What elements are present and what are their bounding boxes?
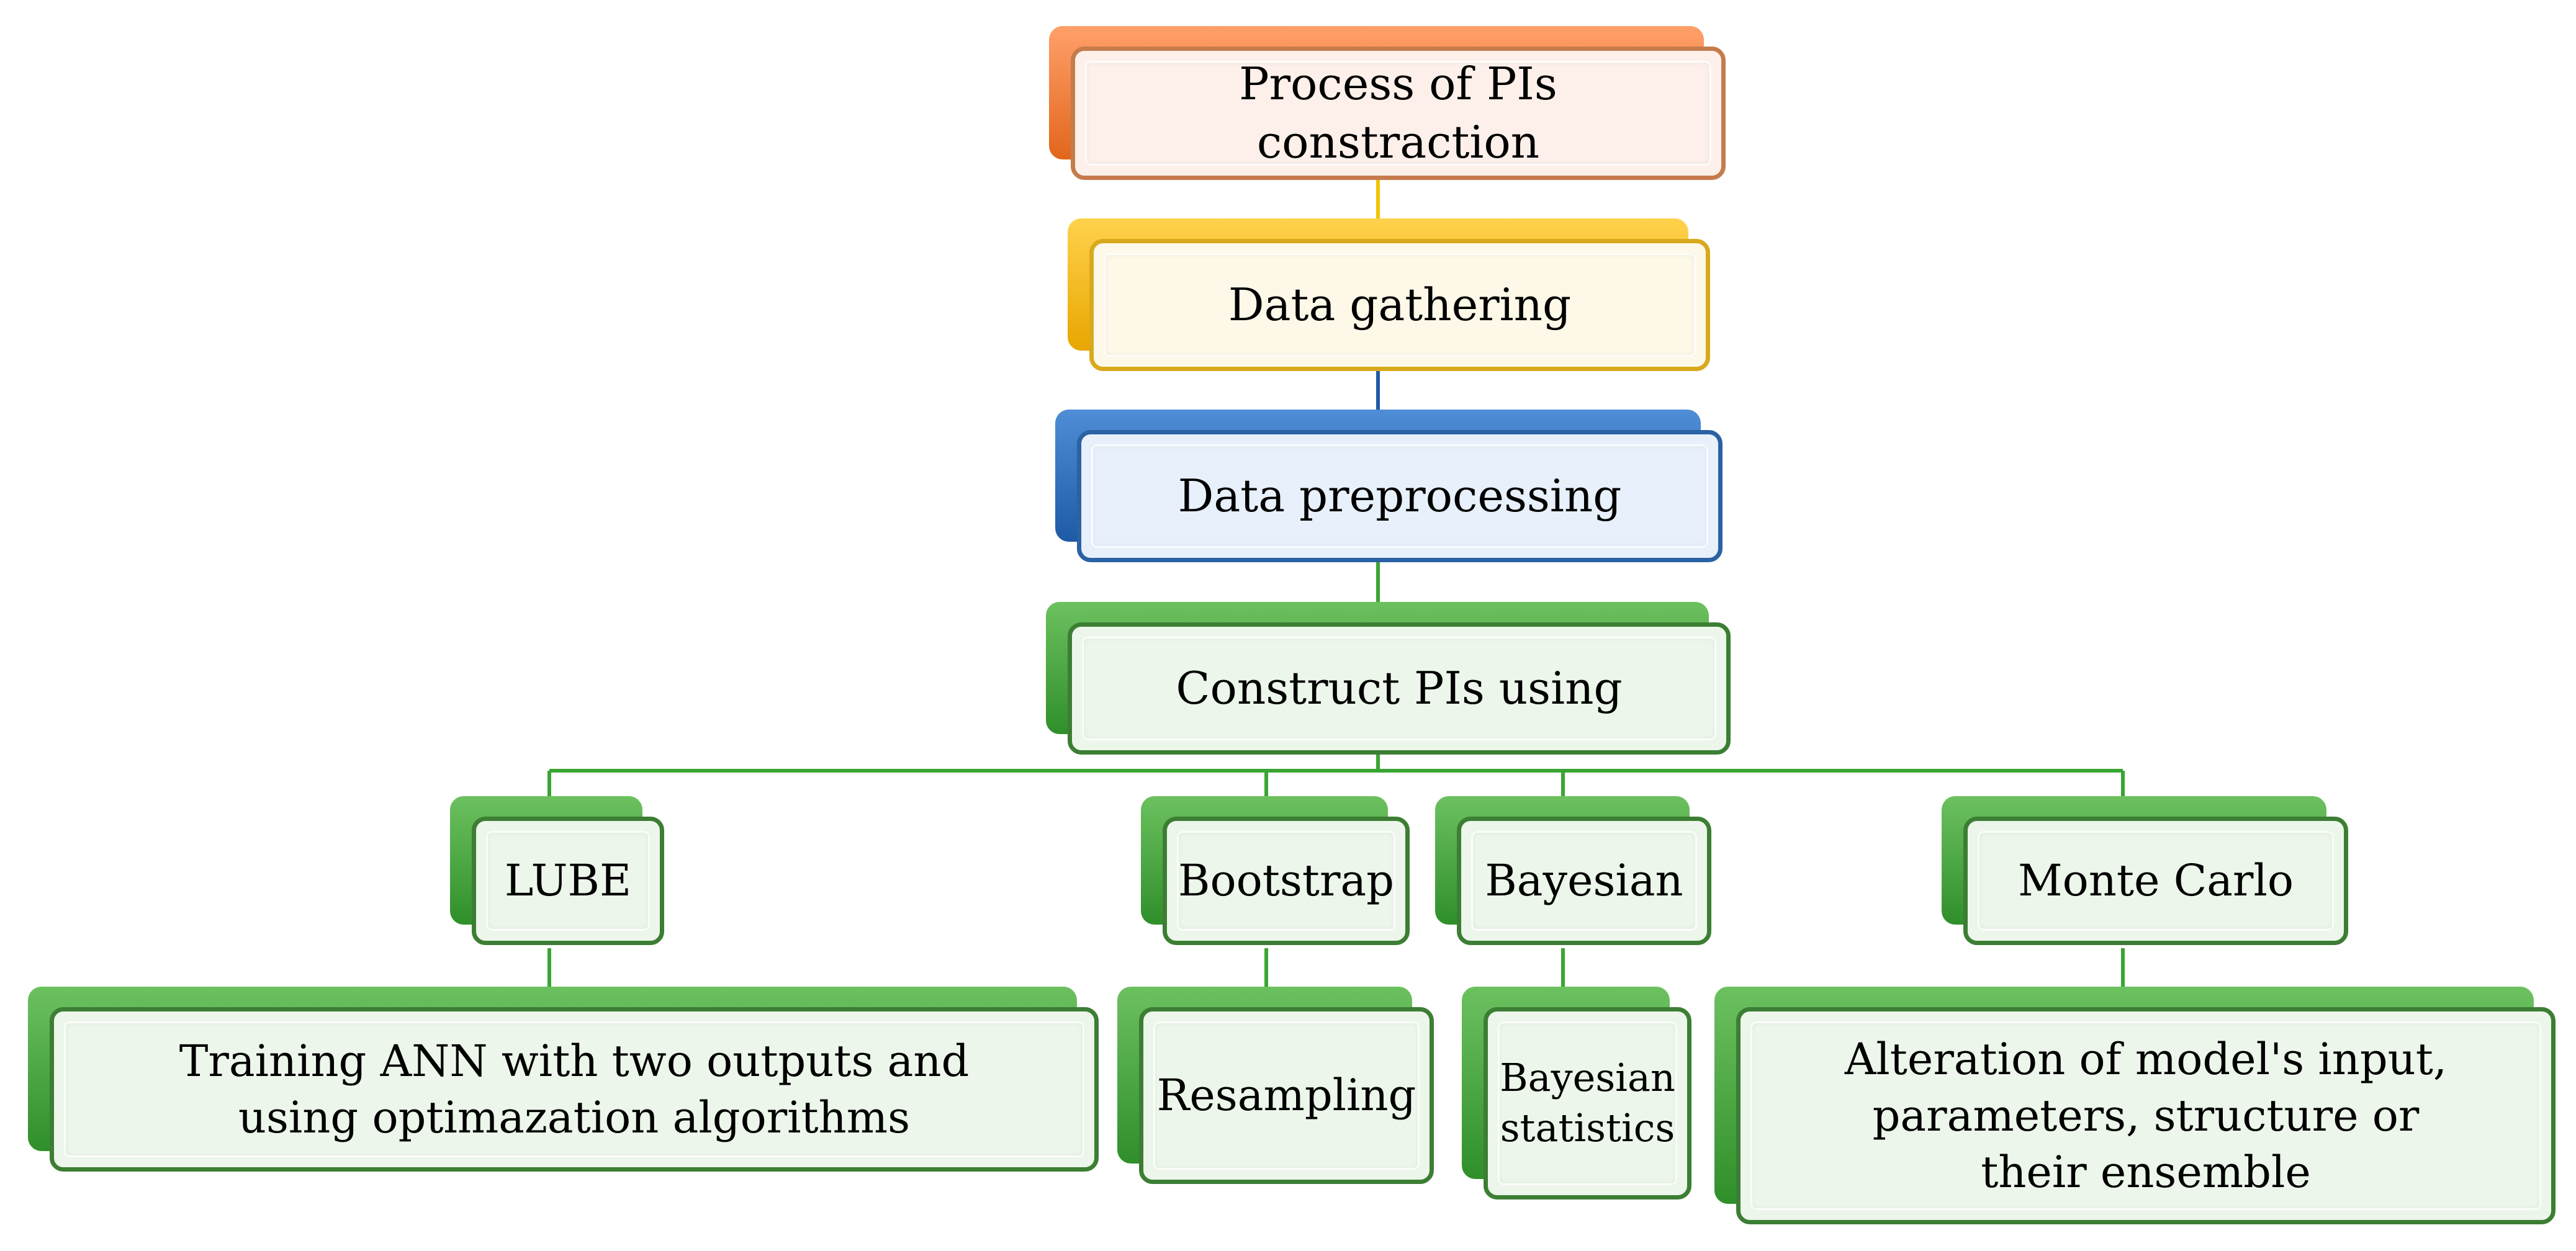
node-method-lube-label: LUBE (504, 855, 632, 906)
node-data-preprocessing-label: Data preprocessing (1178, 469, 1622, 522)
node-method-bayesian-label: Bayesian (1485, 855, 1683, 906)
node-process-label: Process of PIs constraction (1239, 57, 1557, 168)
node-method-monte-carlo-label: Monte Carlo (2018, 855, 2294, 906)
node-detail-lube-label: Training ANN with two outputs and using … (179, 1035, 970, 1143)
node-detail-monte-carlo-label: Alteration of model's input, parameters,… (1844, 1033, 2448, 1198)
node-method-bootstrap-label: Bootstrap (1178, 855, 1394, 906)
node-detail-bootstrap-label: Resampling (1156, 1070, 1416, 1121)
node-data-gathering-label: Data gathering (1228, 278, 1572, 331)
node-construct-pis-label: Construct PIs using (1176, 661, 1623, 714)
node-detail-bayesian-label: Bayesian statistics (1500, 1055, 1675, 1150)
